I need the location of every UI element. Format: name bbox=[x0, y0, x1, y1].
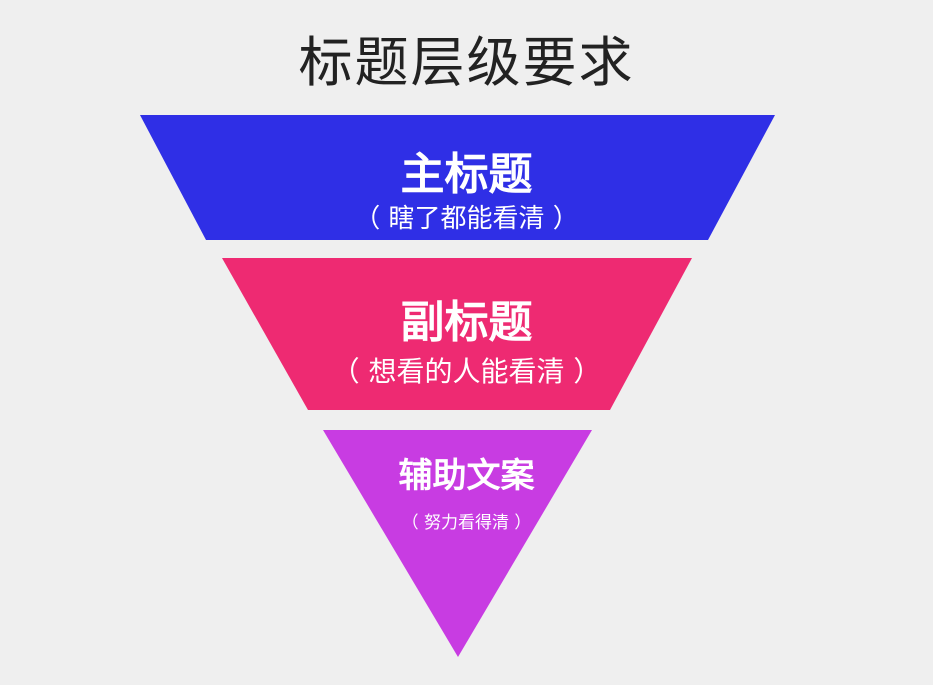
level-1-trapezoid bbox=[140, 115, 775, 240]
level-1-note: （ 瞎了都能看清 ） bbox=[354, 204, 579, 234]
level-2-heading: 副标题 bbox=[400, 297, 533, 348]
level-2-trapezoid bbox=[222, 258, 692, 410]
level-3-heading: 辅助文案 bbox=[398, 456, 535, 496]
level-2-note: （ 想看的人能看清 ） bbox=[331, 355, 602, 388]
level-1-heading: 主标题 bbox=[400, 149, 533, 200]
level-3-triangle bbox=[323, 430, 592, 657]
level-3-note: （ 努力看得清 ） bbox=[401, 513, 532, 533]
diagram-title: 标题层级要求 bbox=[298, 31, 635, 94]
